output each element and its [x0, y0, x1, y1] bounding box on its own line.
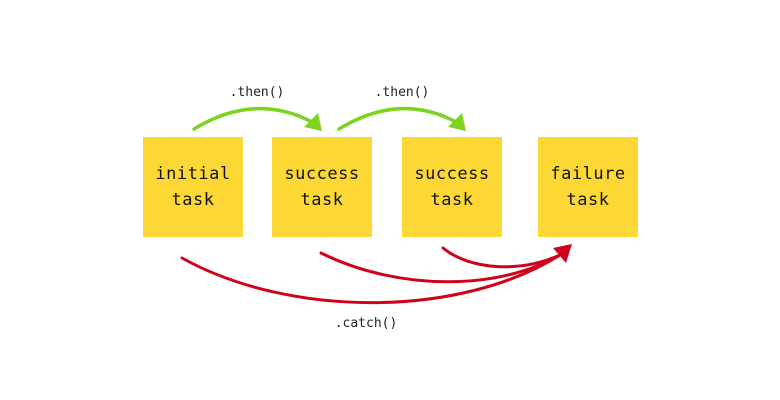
initial-task-label: initial task: [155, 164, 231, 210]
then-arrow-1: [192, 106, 322, 131]
success-task-box-1: success task: [272, 137, 372, 237]
catch-arrow-from-success-1: [319, 251, 562, 284]
catch-arrow-from-success-2: [441, 246, 562, 269]
then-label-2: .then(): [374, 85, 430, 100]
success-task-label-1: success task: [284, 164, 360, 210]
initial-task-box: initial task: [143, 137, 243, 237]
failure-task-box: failure task: [538, 137, 638, 237]
catch-label: .catch(): [334, 316, 398, 331]
then-arrow-2: [337, 106, 466, 131]
then-label-1: .then(): [229, 85, 285, 100]
success-task-box-2: success task: [402, 137, 502, 237]
catch-arrows: [180, 244, 572, 305]
success-task-label-2: success task: [414, 164, 490, 210]
catch-arrow-from-initial: [180, 253, 562, 305]
failure-task-label: failure task: [550, 164, 626, 210]
catch-arrowhead: [553, 244, 572, 263]
